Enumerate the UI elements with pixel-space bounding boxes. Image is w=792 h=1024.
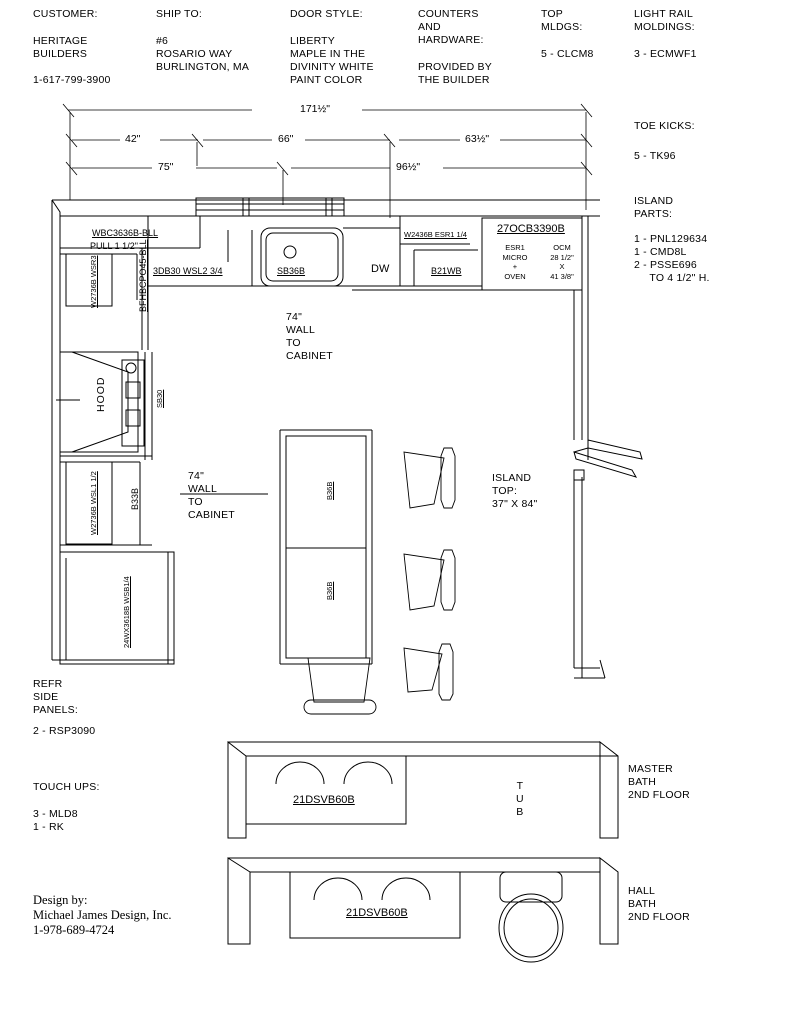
header-line-1: 3 - ECMWF1 — [634, 48, 697, 60]
refr-side-panels-title: REFR SIDE PANELS: — [33, 678, 78, 716]
header-title: DOOR STYLE: — [290, 8, 363, 20]
label-oven-code: 27OCB3390B — [497, 223, 565, 235]
header-title: COUNTERS AND HARDWARE: — [418, 8, 484, 46]
header-line-1: PROVIDED BY — [418, 61, 492, 73]
label-hall-vanity: 21DSVB60B — [346, 907, 408, 919]
note-island-top: ISLAND TOP: 37" X 84" — [492, 472, 538, 510]
header-line-1: #6 — [156, 35, 169, 47]
header-line-3: DIVINITY WHITE — [290, 61, 374, 73]
touch-ups-2: 1 - RK — [33, 821, 64, 833]
label-master-vanity: 21DSVB60B — [293, 794, 355, 806]
label-oven-left: ESR1 MICRO + OVEN — [502, 243, 528, 281]
toe-kicks-value: 5 - TK96 — [634, 150, 676, 162]
note-wall-to-cabinet-2: 74" WALL TO CABINET — [188, 470, 235, 521]
header-title: CUSTOMER: — [33, 8, 98, 20]
header-line-2: THE BUILDER — [418, 74, 490, 86]
dim-66: 66" — [275, 133, 297, 145]
header-line-3: BURLINGTON, MA — [156, 61, 250, 73]
header-line-2: ROSARIO WAY — [156, 48, 233, 60]
label-b21wb: B21WB — [431, 266, 462, 276]
dim-75: 75" — [155, 161, 177, 173]
label-master-bath: MASTER BATH 2ND FLOOR — [628, 763, 690, 801]
header-extra: 1-617-799-3900 — [33, 74, 111, 86]
header-title: LIGHT RAIL MOLDINGS: — [634, 8, 695, 33]
label-sb36b: SB36B — [277, 266, 306, 276]
refr-side-panels-value: 2 - RSP3090 — [33, 725, 96, 737]
island-part-3: 2 - PSSE696 — [634, 259, 697, 271]
island-part-4: TO 4 1/2" H. — [634, 272, 710, 284]
touch-ups-title: TOUCH UPS: — [33, 781, 100, 793]
header-title: TOP MLDGS: — [541, 8, 583, 33]
label-pull: PULL 1 1/2" — [90, 241, 138, 251]
label-oven-right: OCM 28 1/2" X 41 3/8" — [550, 243, 574, 281]
note-wall-to-cabinet-1: 74" WALL TO CABINET — [286, 311, 333, 362]
dimension-lines — [62, 103, 593, 218]
header-col-topmldgs: TOP MLDGS: 5 - CLCM8 — [541, 8, 594, 61]
island-part-1: 1 - PNL129634 — [634, 233, 708, 245]
island-part-2: 1 - CMD8L — [634, 246, 687, 258]
dim-overall: 171½" — [297, 103, 334, 115]
designer-credit: Design by: Michael James Design, Inc. 1-… — [33, 893, 172, 937]
label-w2436b: W2436B ESR1 1/4 — [404, 230, 467, 239]
island-parts-title: ISLAND PARTS: — [634, 195, 674, 220]
touch-ups-1: 3 - MLD8 — [33, 808, 78, 820]
toe-kicks-title: TOE KICKS: — [634, 120, 695, 132]
header-col-counters: COUNTERS AND HARDWARE: PROVIDED BY THE B… — [418, 8, 492, 87]
header-col-shipto: SHIP TO: #6 ROSARIO WAY BURLINGTON, MA — [156, 8, 249, 74]
label-tub: T U B — [516, 780, 524, 818]
label-hall-bath: HALL BATH 2ND FLOOR — [628, 885, 690, 923]
header-col-customer: CUSTOMER: HERITAGE BUILDERS 1-617-799-39… — [33, 8, 111, 87]
header-line-1: HERITAGE — [33, 35, 88, 47]
dim-42: 42" — [122, 133, 144, 145]
dim-96-5: 96½" — [393, 161, 424, 173]
label-dw: DW — [371, 263, 390, 275]
header-line-2: BUILDERS — [33, 48, 88, 60]
header-col-doorstyle: DOOR STYLE: LIBERTY MAPLE IN THE DIVINIT… — [290, 8, 374, 87]
label-wbc3636b: WBC3636B-BLL — [92, 228, 159, 238]
header-title: SHIP TO: — [156, 8, 202, 20]
header-line-2: MAPLE IN THE — [290, 48, 366, 60]
header-line-4: PAINT COLOR — [290, 74, 363, 86]
header-col-lightrail: LIGHT RAIL MOLDINGS: 3 - ECMWF1 — [634, 8, 697, 61]
header-line-1: LIBERTY — [290, 35, 335, 47]
header-line-1: 5 - CLCM8 — [541, 48, 594, 60]
label-3db30: 3DB30 WSL2 3/4 — [153, 266, 223, 276]
dim-63-5: 63½" — [462, 133, 493, 145]
